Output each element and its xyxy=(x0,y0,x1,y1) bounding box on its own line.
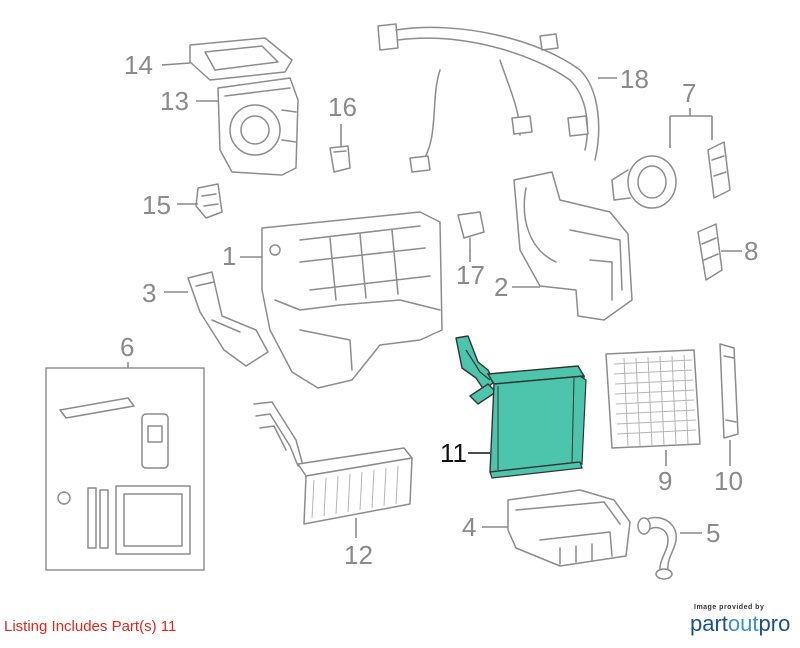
part-12-fins xyxy=(311,465,399,519)
leader-14 xyxy=(161,62,191,66)
callout-5: 5 xyxy=(706,518,720,548)
callout-8: 8 xyxy=(744,236,758,266)
part-9-hatching xyxy=(613,354,697,447)
callout-7: 7 xyxy=(682,78,696,108)
part-9-drawing xyxy=(605,349,701,449)
callout-3: 3 xyxy=(142,278,156,308)
callout-2: 2 xyxy=(494,272,508,302)
part-7-drawing xyxy=(611,141,731,209)
part-3-drawing xyxy=(187,271,269,367)
callout-15: 15 xyxy=(142,190,171,220)
callout-1: 1 xyxy=(222,241,236,271)
partoutpro-logo: Image provided by partoutpro xyxy=(690,604,794,637)
part-16-drawing xyxy=(329,145,351,173)
part-5-drawing xyxy=(637,516,677,580)
part-18-drawing xyxy=(377,23,600,173)
part-4-drawing xyxy=(507,489,631,567)
callout-14: 14 xyxy=(124,50,153,80)
callout-9: 9 xyxy=(658,466,672,496)
callout-10: 10 xyxy=(714,466,743,496)
callout-18: 18 xyxy=(620,64,649,94)
callout-12: 12 xyxy=(344,540,373,570)
listing-note: Listing Includes Part(s) 11 xyxy=(4,618,177,635)
callout-6: 6 xyxy=(120,332,134,362)
part-10-drawing xyxy=(719,343,739,439)
part-13-drawing xyxy=(217,77,299,176)
part-11-evaporator xyxy=(455,335,587,479)
callout-13: 13 xyxy=(160,86,189,116)
brand-pro: pro xyxy=(758,611,791,636)
brand-part: part xyxy=(690,611,728,636)
callout-16: 16 xyxy=(328,92,357,122)
part-15-drawing xyxy=(195,183,223,219)
brand-out: out xyxy=(727,611,759,636)
part-17-drawing xyxy=(457,211,485,251)
part-2-drawing xyxy=(513,171,633,321)
callout-11: 11 xyxy=(440,438,467,468)
brand-wordmark: partoutpro xyxy=(690,611,794,637)
part-1-drawing xyxy=(261,211,443,389)
image-provided-by-text: Image provided by xyxy=(694,604,765,611)
part-8-drawing xyxy=(697,223,723,281)
callout-4: 4 xyxy=(462,512,476,542)
callout-17: 17 xyxy=(456,260,485,290)
part-6-drawing xyxy=(45,367,205,571)
part-14-drawing xyxy=(189,37,293,81)
leader-7 xyxy=(669,108,713,148)
part-12-drawing xyxy=(253,401,413,525)
